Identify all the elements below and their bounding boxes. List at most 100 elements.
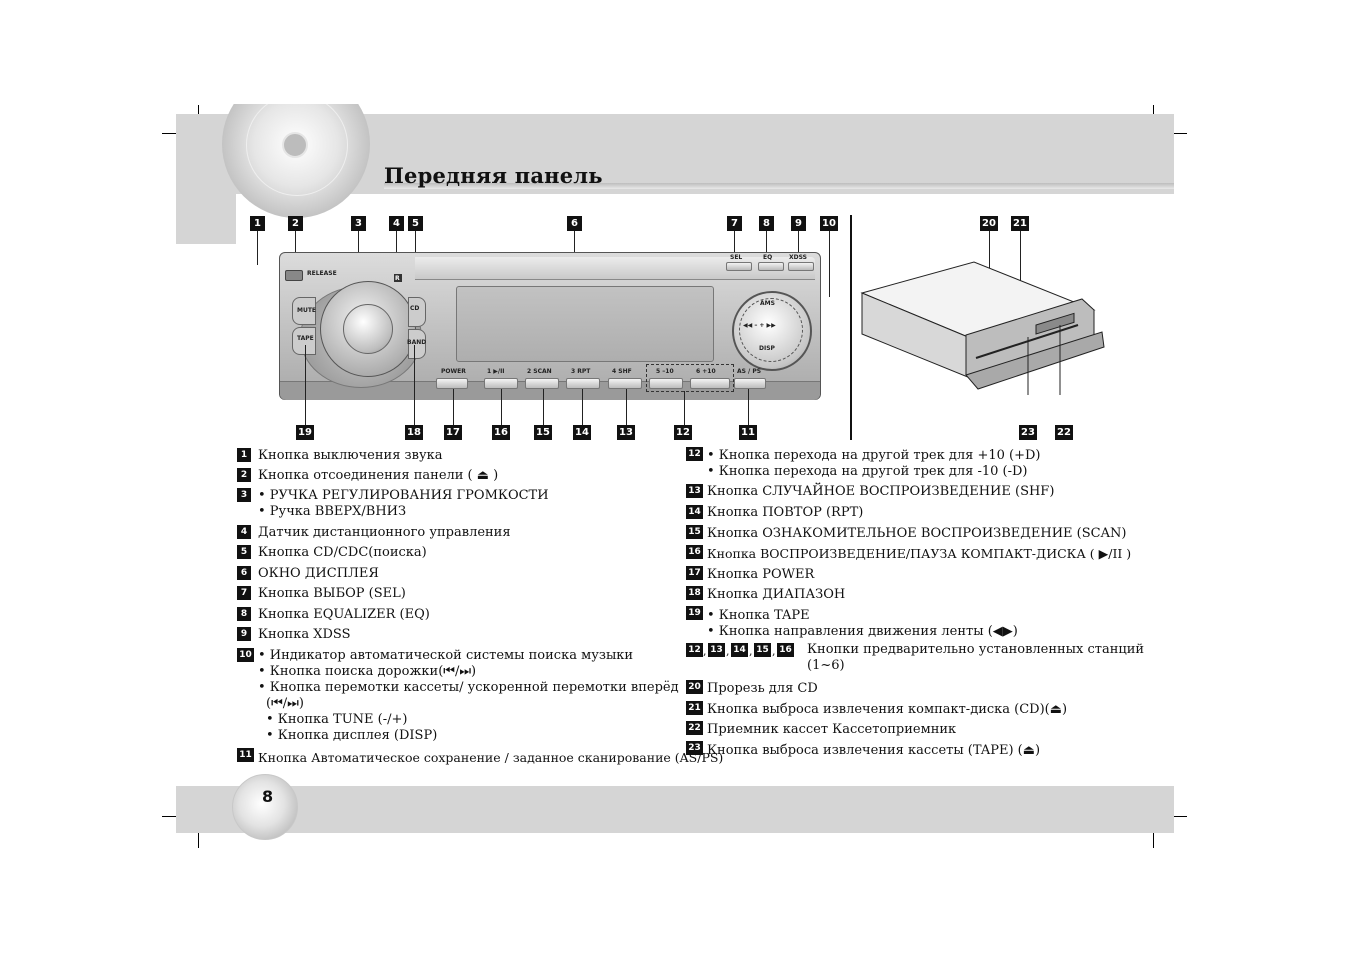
power-label: POWER [441,368,466,375]
preset-5-button[interactable] [649,378,683,389]
tape-button[interactable] [292,327,316,355]
preset-1-label: 1 ▶/II [487,368,505,375]
callout-21: 21 [1011,216,1029,231]
callout-18: 18 [405,425,423,440]
item-21-num: 21 [686,701,703,715]
callout-8: 8 [759,216,774,231]
item-17-num: 17 [686,566,703,580]
xdss-button[interactable] [788,262,814,271]
preset-5-label: 5 –10 [656,368,674,375]
mute-button[interactable] [292,297,316,325]
leader-line [626,389,627,425]
eq-label: EQ [763,254,773,261]
callout-7: 7 [727,216,742,231]
callout-17: 17 [444,425,462,440]
leader-line [829,231,830,297]
leader-line [305,345,306,425]
item-10-num: 10 [237,648,254,662]
item-5-num: 5 [237,545,251,559]
preset-6-button[interactable] [690,378,730,389]
item-3-line2: • Ручка ВВЕРХ/ВНИЗ [258,504,407,519]
ams-label: AMS [760,300,775,307]
item-4-num: 4 [237,525,251,539]
callout-13: 13 [617,425,635,440]
figure-divider [850,215,852,440]
leader-line [257,231,258,265]
item-10-line4: (⏮/⏭) [266,696,304,711]
remote-sensor [394,274,402,282]
preset-4-button[interactable] [608,378,642,389]
comma: , [703,645,707,658]
item-11-num: 11 [237,748,254,762]
release-button[interactable] [285,270,303,281]
crop-mark [198,826,199,848]
leader-line [358,231,359,263]
item-19-line1: • Кнопка TAPE [707,608,810,623]
leader-line [501,389,502,425]
callout-11: 11 [739,425,757,440]
item-18-text: Кнопка ДИАПАЗОН [707,587,846,602]
item-1-num: 1 [237,448,251,462]
crop-mark [162,133,188,134]
item-12-num: 12 [686,447,703,461]
callout-20: 20 [980,216,998,231]
asps-button[interactable] [734,378,766,389]
volume-knob[interactable] [320,281,416,377]
callout-2: 2 [288,216,303,231]
cd-label: CD [410,305,420,312]
cd-button[interactable] [408,297,426,327]
eq-button[interactable] [758,262,784,271]
crop-mark [1153,826,1154,848]
sel-button[interactable] [726,262,752,271]
display-window [456,286,714,362]
crop-mark [1163,816,1187,817]
item-12-line1: • Кнопка перехода на другой трек для +10… [707,448,1041,463]
presets-line2: (1~6) [807,658,845,673]
page-title: Передняя панель [384,163,603,188]
item-15-num: 15 [686,525,703,539]
item-13-num: 13 [686,484,703,498]
preset-2-button[interactable] [525,378,559,389]
footer-disc-graphic [232,774,298,840]
crop-mark [1163,133,1187,134]
callout-12: 12 [674,425,692,440]
band-button[interactable] [408,329,426,359]
leader-line [734,231,735,259]
leader-line [684,391,685,425]
page-number: 8 [262,787,274,806]
item-7-num: 7 [237,586,251,600]
preset-1-button[interactable] [484,378,518,389]
mute-label: MUTE [297,307,317,314]
leader-line [582,389,583,425]
chassis-illustration [860,261,1105,395]
item-9-num: 9 [237,627,251,641]
callout-23: 23 [1019,425,1037,440]
item-6-num: 6 [237,566,251,580]
preset-num-12: 12 [686,643,703,657]
item-20-num: 20 [686,680,703,694]
power-button[interactable] [436,378,468,389]
callout-4: 4 [389,216,404,231]
presets-line1: Кнопки предварительно установленных стан… [807,642,1145,657]
leader-line [414,345,415,425]
front-panel [279,252,821,400]
leader-line [453,389,454,425]
comma: , [726,645,730,658]
item-10-line3: • Кнопка перемотки кассеты/ ускоренной п… [258,680,679,695]
disc-graphic [216,104,374,222]
item-17-text: Кнопка POWER [707,567,815,582]
preset-3-button[interactable] [566,378,600,389]
item-14-num: 14 [686,505,703,519]
item-19-num: 19 [686,606,703,620]
leader-line [748,389,749,425]
ams-dial[interactable] [732,291,812,371]
callout-15: 15 [534,425,552,440]
preset-4-label: 4 SHF [612,368,632,375]
header-band-extension [176,194,236,244]
r-label: R [395,275,400,282]
item-8-text: Кнопка EQUALIZER (EQ) [258,607,430,622]
item-11-text: Кнопка Автоматическое сохранение / задан… [258,750,724,765]
item-7-text: Кнопка ВЫБОР (SEL) [258,586,406,601]
item-3-line1: • РУЧКА РЕГУЛИРОВАНИЯ ГРОМКОСТИ [258,488,549,503]
leader-line [396,231,397,271]
